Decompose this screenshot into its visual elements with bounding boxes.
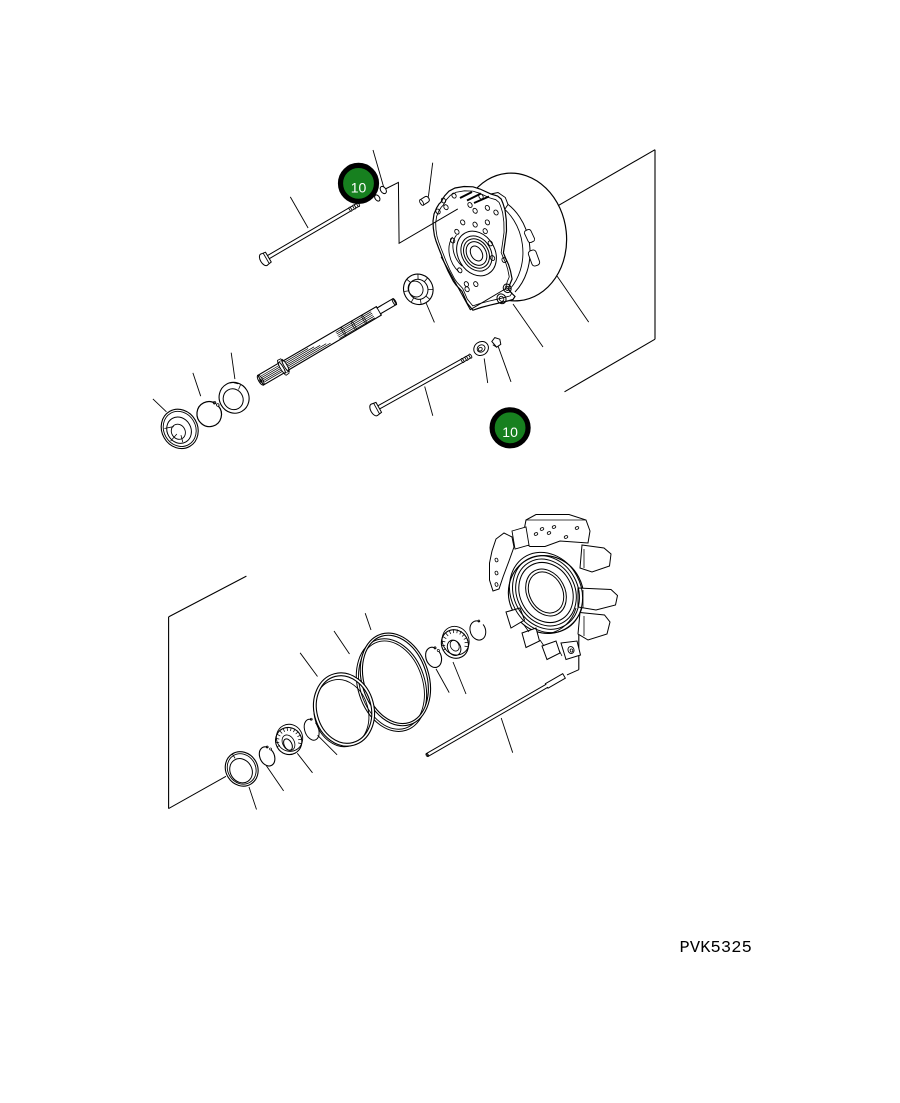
svg-text:10: 10 [502,424,518,440]
svg-text:PVK5325: PVK5325 [680,939,752,958]
svg-text:10: 10 [351,180,367,196]
